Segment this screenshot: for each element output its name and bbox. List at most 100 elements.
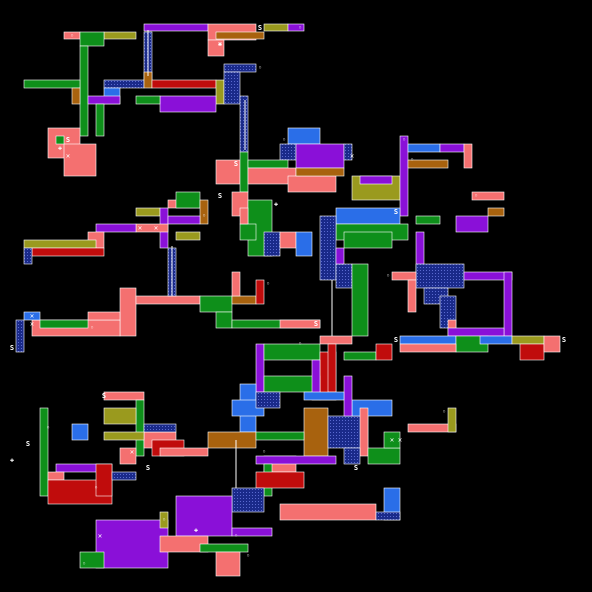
map-room (103, 31, 137, 40)
map-room (487, 207, 505, 217)
map-room (519, 343, 545, 361)
map-room (335, 247, 345, 265)
door-marker-icon: ◦ (162, 517, 166, 524)
map-room (279, 143, 297, 161)
door-marker-icon: ◦ (90, 325, 94, 332)
map-room (231, 271, 241, 297)
map-room (71, 87, 81, 105)
map-room (215, 311, 233, 329)
door-marker-icon: ◦ (386, 273, 390, 280)
map-room (455, 215, 489, 233)
door-marker-icon: ◦ (202, 213, 206, 220)
map-room (95, 463, 113, 497)
map-room (87, 95, 121, 105)
save-point-icon: S (10, 344, 14, 352)
map-room (15, 319, 25, 353)
map-room (287, 23, 305, 32)
map-room (175, 495, 233, 537)
map-room (239, 95, 249, 153)
save-point-icon: S (66, 136, 70, 144)
item-marker-icon: ✕ (130, 448, 134, 456)
door-marker-icon: ◦ (442, 409, 446, 416)
map-room (231, 487, 265, 513)
map-room (343, 447, 361, 465)
map-room (255, 343, 265, 393)
map-room (351, 399, 393, 417)
map-room (231, 527, 273, 537)
door-marker-icon: ◦ (258, 65, 262, 72)
door-marker-icon: ◦ (402, 137, 406, 144)
door-marker-icon: ◦ (266, 281, 270, 288)
map-room (255, 279, 265, 305)
item-marker-icon: ✕ (154, 224, 158, 232)
map-room (255, 391, 281, 409)
item-marker-icon: ✕ (66, 152, 70, 160)
map-room (407, 159, 449, 169)
item-marker-icon: ✕ (350, 152, 354, 160)
map-room (23, 239, 97, 249)
door-marker-icon: ◦ (298, 25, 302, 32)
save-point-icon: S (258, 24, 262, 32)
door-marker-icon: ◦ (298, 341, 302, 348)
boss-marker-icon: ✚ (218, 40, 222, 48)
door-marker-icon: ◦ (246, 553, 250, 560)
door-marker-icon: ◦ (282, 137, 286, 144)
map-room (447, 407, 457, 433)
map-room (143, 423, 177, 433)
map-room (479, 335, 513, 345)
map-room (415, 215, 441, 225)
map-room (79, 45, 89, 137)
boss-marker-icon: ✚ (10, 456, 14, 464)
map-room (167, 215, 201, 225)
map-room (255, 471, 305, 489)
door-marker-icon: ◦ (82, 561, 86, 568)
map-room (383, 431, 401, 449)
map-room (407, 143, 441, 153)
map-room (175, 191, 201, 209)
map-room (327, 343, 337, 393)
map-room (399, 335, 457, 345)
map-room (231, 295, 257, 305)
item-marker-icon: ✕ (398, 436, 402, 444)
boss-marker-icon: ✚ (274, 200, 278, 208)
map-room (103, 79, 145, 89)
map-room (135, 207, 161, 217)
map-room (23, 311, 41, 321)
map-room (63, 143, 97, 177)
map-room (447, 327, 505, 337)
map-room (223, 63, 257, 73)
boss-marker-icon: ✚ (194, 526, 198, 534)
map-room (399, 343, 457, 353)
map-room (223, 71, 241, 105)
map-room (295, 167, 345, 177)
map-room (303, 391, 345, 401)
door-marker-icon: ◦ (262, 449, 266, 456)
save-point-icon: S (218, 192, 222, 200)
map-room (23, 79, 81, 89)
save-point-icon: S (562, 336, 566, 344)
item-marker-icon: ✕ (390, 436, 394, 444)
save-point-icon: S (26, 440, 30, 448)
map-room (471, 191, 505, 201)
map-room (287, 175, 337, 193)
map-room (239, 151, 249, 193)
map-room (335, 207, 401, 225)
item-marker-icon: ✕ (138, 224, 142, 232)
save-point-icon: S (394, 208, 398, 216)
item-marker-icon: ✕ (30, 320, 34, 328)
map-room (239, 207, 249, 225)
map-room (351, 263, 369, 337)
map-room (343, 231, 393, 249)
map-room (279, 319, 321, 329)
save-point-icon: S (234, 160, 238, 168)
map-room (215, 79, 225, 105)
map-rooms (15, 23, 561, 577)
map-room (543, 335, 561, 353)
map-room (415, 263, 465, 289)
map-room (55, 135, 65, 145)
map-room (159, 447, 209, 457)
door-marker-icon: ◦ (70, 33, 74, 40)
map-room (343, 375, 353, 417)
map-room (47, 471, 65, 481)
